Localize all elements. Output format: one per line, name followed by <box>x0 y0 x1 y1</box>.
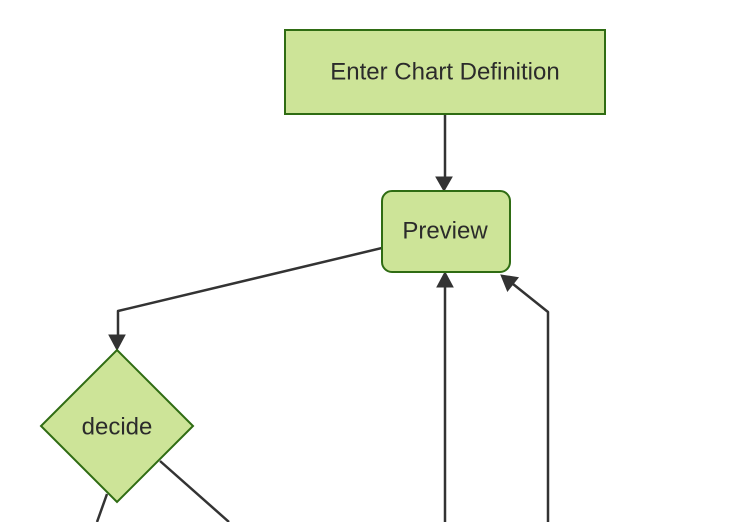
node-preview: Preview <box>381 190 511 273</box>
edge-offscreen-to-preview-bottom <box>436 270 454 522</box>
arrowhead-into-decide-top-icon <box>108 334 126 352</box>
edge-offscreen-to-preview-corner-line <box>512 283 550 522</box>
node-preview-label: Preview <box>402 218 488 245</box>
edge-decide-to-offscreen-right-line <box>159 460 230 522</box>
node-decide-shape <box>39 348 195 504</box>
edge-preview-to-decide-line <box>116 246 383 336</box>
edge-decide-to-offscreen-left-line <box>95 493 109 522</box>
edge-offscreen-to-preview-corner <box>500 274 550 522</box>
node-enter-chart-definition-shape <box>284 29 606 115</box>
node-decide: decide <box>39 348 195 504</box>
node-enter-chart-definition-label: Enter Chart Definition <box>330 59 559 86</box>
arrowhead-into-preview-corner-icon <box>500 274 520 292</box>
edge-decide-to-offscreen-left <box>95 493 109 522</box>
edge-decide-to-offscreen-right <box>159 460 230 522</box>
node-decide-label: decide <box>82 414 153 441</box>
edge-enter-to-preview <box>435 114 453 193</box>
arrowhead-into-preview-bottom-icon <box>436 270 454 288</box>
edge-preview-to-decide <box>108 246 383 352</box>
arrowhead-into-preview-top-icon <box>435 176 453 193</box>
node-preview-shape <box>381 190 511 273</box>
node-enter-chart-definition: Enter Chart Definition <box>284 29 606 115</box>
